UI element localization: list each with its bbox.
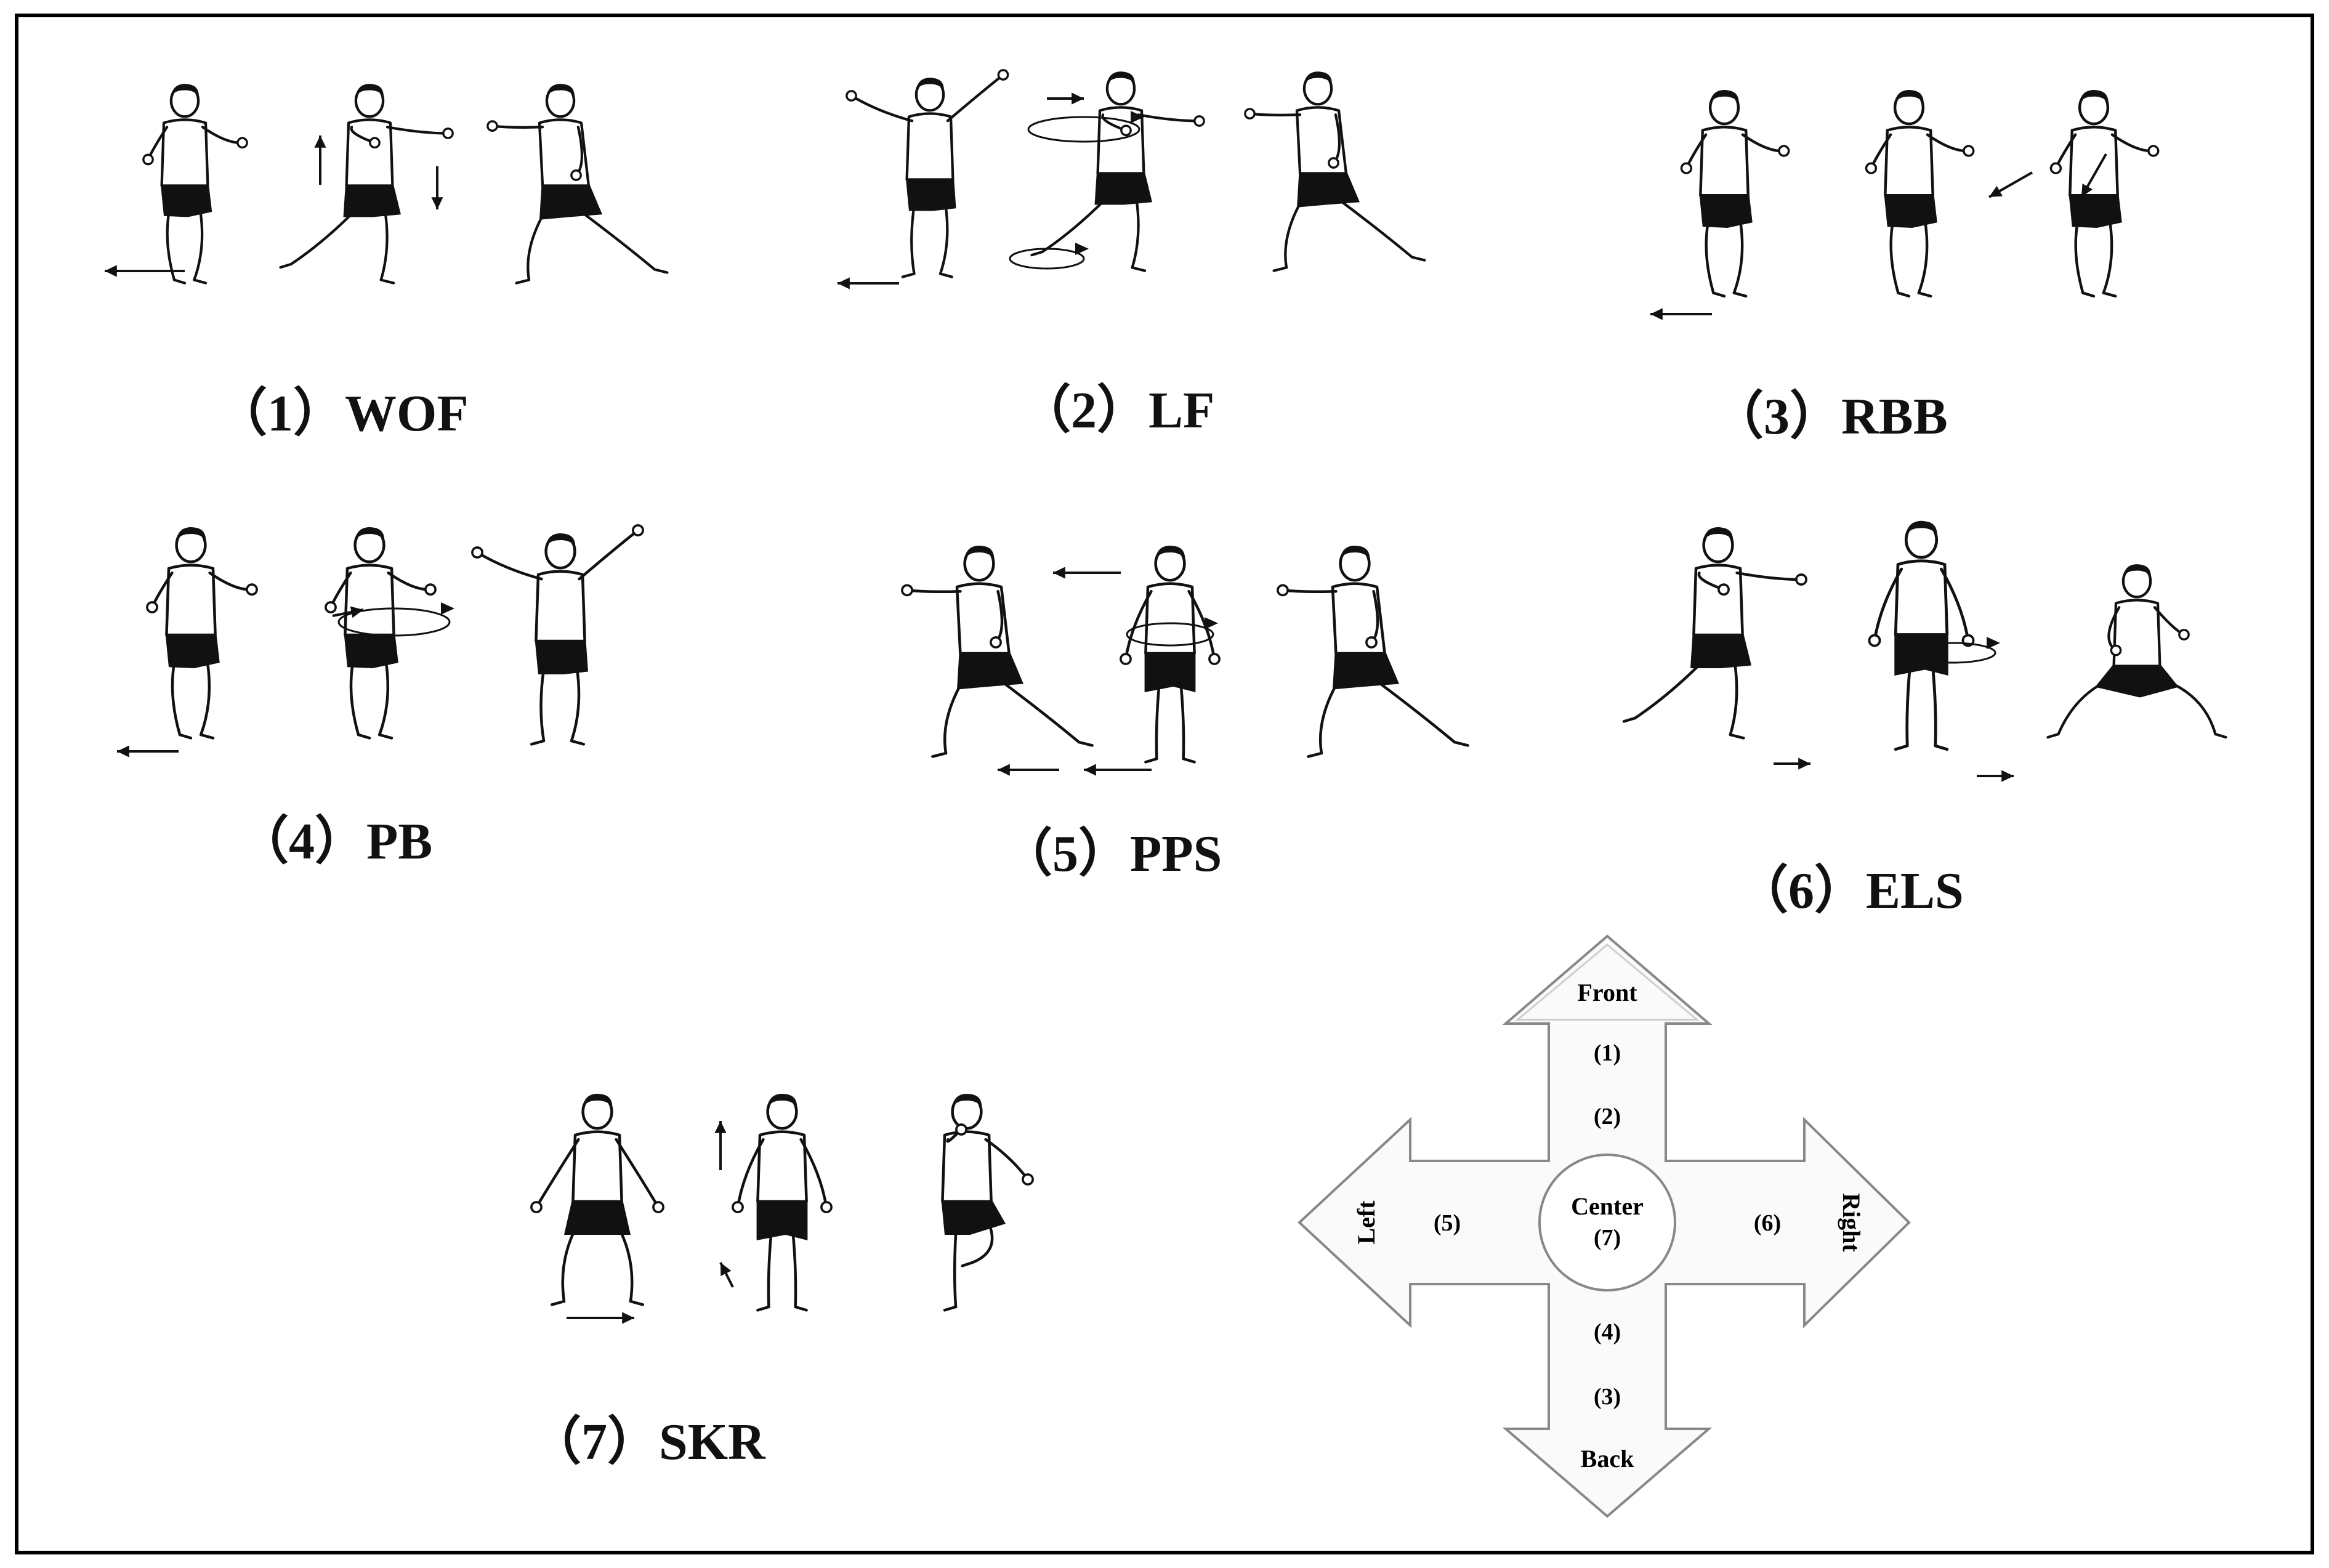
g2-svg: [838, 69, 1426, 289]
direction-compass: Front Back Left Right Center (7) (1) (2)…: [1298, 934, 1911, 1518]
movement-6-caption: （6）ELS: [1737, 862, 1964, 919]
g7-person-2: [732, 1093, 833, 1312]
movement-1-caption: （1）WOF: [216, 385, 469, 442]
g2-arrow-1: [838, 277, 899, 289]
g5-svg: [901, 545, 1469, 776]
compass-back-label: Back: [1581, 1445, 1634, 1473]
g4-curl-1: [337, 602, 454, 637]
g4-person-3: [471, 524, 644, 746]
movement-3-illustration: [1626, 80, 2192, 320]
g6-svg: [1622, 520, 2227, 782]
figure-frame: [15, 14, 2314, 1554]
compass-center-number: (7): [1594, 1225, 1621, 1251]
movement-4-illustration: [105, 517, 671, 764]
g3-arrow-3: [2080, 153, 2107, 198]
g5-person-1: [901, 545, 1094, 758]
compass-right-label: Right: [1838, 1193, 1865, 1252]
movement-6-illustration: [1622, 517, 2242, 788]
g6-person-1: [1622, 527, 1807, 740]
g7-arrow-2: [714, 1121, 727, 1170]
g4-person-2: [325, 527, 437, 740]
g7-person-3: [941, 1093, 1034, 1312]
g1-person-2: [279, 84, 454, 285]
compass-center-circle: [1538, 1154, 1676, 1291]
g2-person-1: [846, 69, 1009, 278]
compass-front-item-2: (2): [1594, 1104, 1621, 1130]
g7-arrow-1: [567, 1312, 634, 1324]
movement-3-caption: （3）RBB: [1712, 388, 1948, 445]
g6-arrow-2: [1977, 770, 2014, 782]
g2-person-2: [1030, 71, 1205, 272]
compass-front-item-1: (1): [1594, 1040, 1621, 1066]
g3-person-2: [1865, 90, 1975, 298]
g3-arrow-2: [1988, 171, 2033, 198]
g3-arrow-1: [1650, 308, 1712, 320]
g3-person-3: [2049, 90, 2160, 298]
g5-curl-1: [1126, 617, 1218, 647]
g2-curl-1: [1027, 111, 1144, 143]
movement-5-caption: （5）PPS: [1001, 825, 1222, 883]
g7-person-1: [530, 1093, 664, 1306]
g1-person-3: [486, 84, 669, 285]
g3-person-1: [1680, 90, 1790, 298]
g1-person-1: [142, 84, 248, 285]
g5-arrow-1: [1053, 567, 1121, 579]
g7-svg: [530, 1093, 1034, 1324]
g5-arrow-3: [1084, 764, 1152, 776]
g4-arrow-1: [117, 745, 179, 758]
movement-7-illustration: [486, 1084, 1078, 1330]
compass-left-item: (5): [1434, 1210, 1461, 1236]
movement-7-caption: （7）SKR: [530, 1413, 765, 1471]
movement-1-illustration: [92, 74, 720, 296]
g1-arrow-3: [431, 166, 443, 209]
g1-arrow-2: [314, 135, 326, 185]
g6-person-2: [1868, 520, 1975, 751]
g7-arrow-3: [719, 1262, 734, 1288]
g2-arrow-2: [1047, 92, 1084, 105]
movement-4-caption: （4）PB: [237, 813, 433, 870]
movement-2-caption: （2）LF: [1019, 382, 1215, 439]
compass-right-item: (6): [1754, 1210, 1781, 1236]
g5-person-2: [1120, 545, 1221, 764]
g2-curl-2: [1009, 243, 1089, 270]
compass-center-label: Center: [1571, 1192, 1644, 1220]
g6-curl-1: [1908, 637, 2000, 664]
g4-svg: [117, 524, 644, 758]
compass-back-item-2: (3): [1594, 1384, 1621, 1410]
movement-5-illustration: [850, 536, 1469, 782]
g1-svg: [105, 84, 669, 285]
g4-person-1: [146, 527, 258, 740]
compass-front-label: Front: [1577, 979, 1637, 1006]
compass-left-label: Left: [1352, 1200, 1380, 1245]
g5-person-3: [1277, 545, 1469, 758]
g2-person-3: [1244, 71, 1426, 272]
compass-back-item-1: (4): [1594, 1319, 1621, 1345]
g1-arrow-1: [105, 265, 185, 277]
g6-person-3: [2046, 564, 2227, 739]
movement-2-illustration: [825, 62, 1453, 296]
g5-arrow-2: [998, 764, 1059, 776]
g6-arrow-1: [1774, 758, 1810, 770]
g3-svg: [1650, 90, 2160, 320]
